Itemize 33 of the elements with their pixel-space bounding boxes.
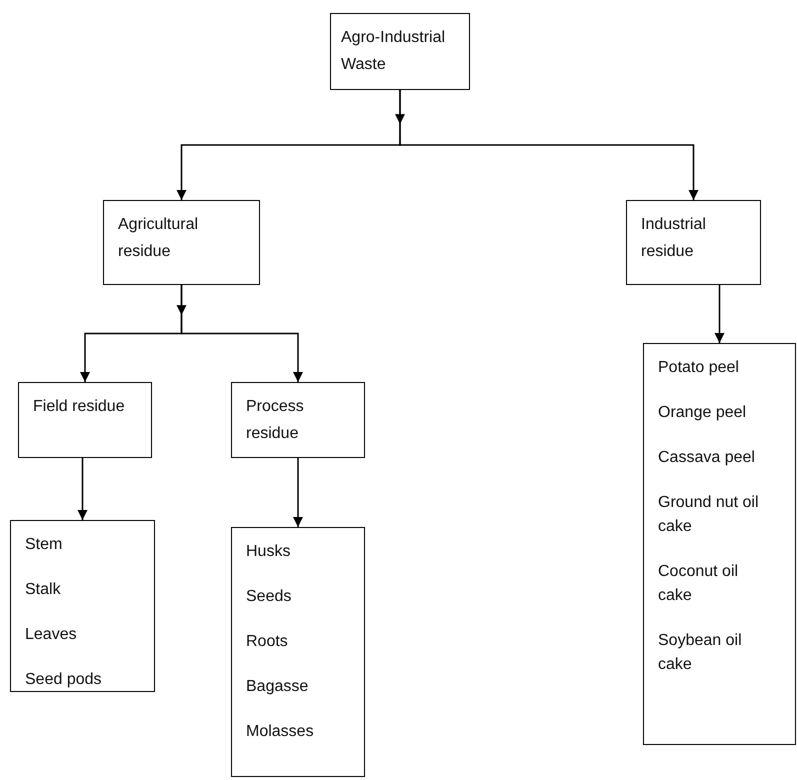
- list-item: Seed pods: [25, 670, 103, 690]
- category-box: [330, 13, 470, 90]
- list-item: Bagasse: [246, 677, 310, 697]
- arrow: [399, 90, 698, 200]
- list-item: Stalk: [25, 580, 62, 600]
- category-box: [626, 200, 761, 285]
- list-item: Cassava peel: [658, 448, 756, 468]
- list-item: Roots: [246, 632, 289, 652]
- list-item: Orange peel: [658, 403, 748, 423]
- list-item: Potato peel: [658, 358, 740, 378]
- list-item: Ground nut oil cake: [658, 493, 760, 537]
- category-box: [103, 200, 260, 285]
- list-item: Husks: [246, 542, 292, 562]
- box-label: Agricultural residue: [118, 215, 200, 262]
- list-item: Soybean oil cake: [658, 631, 743, 675]
- category-box: [18, 382, 152, 458]
- category-box: [231, 382, 365, 458]
- list-box: [643, 343, 796, 745]
- list-item: Molasses: [246, 722, 315, 742]
- list-box: [231, 527, 365, 777]
- arrow: [78, 458, 88, 520]
- list-box: [10, 520, 155, 692]
- box-label: Field residue: [33, 397, 126, 417]
- list-item: Seeds: [246, 587, 292, 607]
- box-label: Industrial residue: [641, 215, 707, 262]
- box-label: Agro-Industrial Waste: [341, 28, 446, 75]
- arrow: [293, 458, 303, 527]
- arrow: [714, 285, 724, 343]
- box-label: Process residue: [246, 397, 305, 444]
- list-item: Leaves: [25, 625, 78, 645]
- list-item: Stem: [25, 535, 64, 555]
- list-item: Coconut oil cake: [658, 562, 740, 606]
- arrow: [180, 285, 303, 382]
